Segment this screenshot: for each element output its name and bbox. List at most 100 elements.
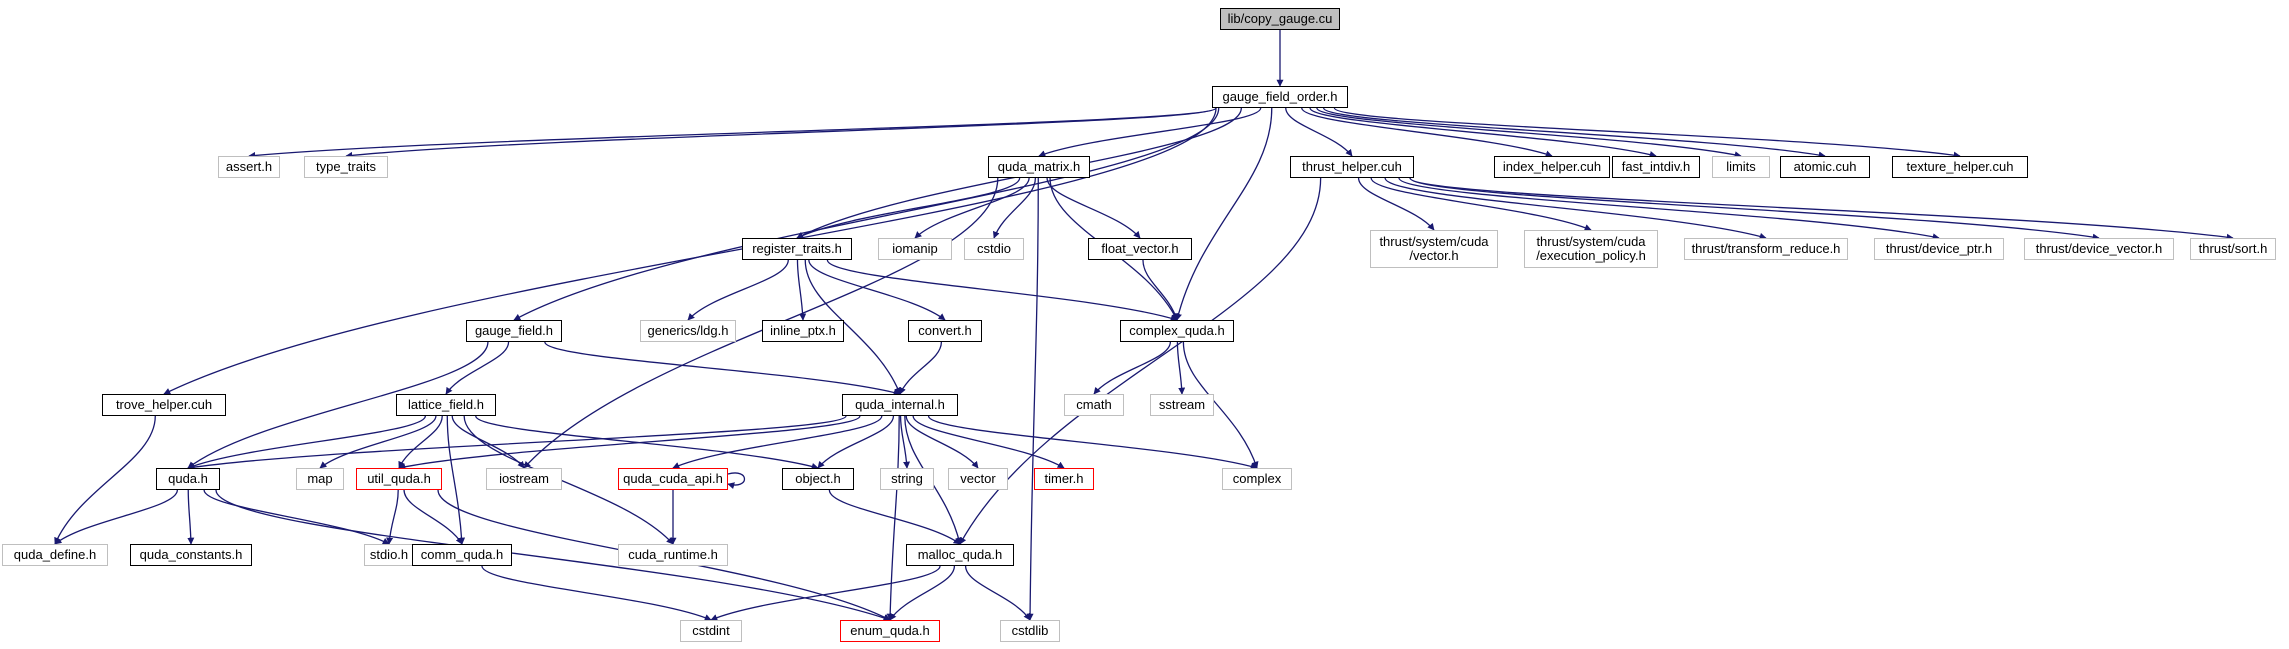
node-label: thrust/transform_reduce.h <box>1691 241 1841 256</box>
edge-quda-matrix-to-register-traits <box>796 177 1021 239</box>
edge-quda-internal-to-complex <box>927 415 1258 470</box>
edge-gauge-field-to-quda-h <box>187 341 489 469</box>
node-label: string <box>891 471 923 486</box>
node-label: quda_constants.h <box>139 547 243 562</box>
edge-quda-matrix-to-iomanip <box>914 177 1030 239</box>
node-quda-cuda-api[interactable]: quda_cuda_api.h <box>618 468 728 490</box>
node-trove-helper[interactable]: trove_helper.cuh <box>102 394 226 416</box>
node-label: assert.h <box>225 159 273 174</box>
edge-lattice-field-to-object <box>475 415 819 470</box>
node-label: vector <box>960 471 996 486</box>
node-label: type_traits <box>316 159 376 174</box>
node-label: float_vector.h <box>1101 241 1179 256</box>
edge-util-quda-to-stdio <box>386 489 399 545</box>
node-texture-helper[interactable]: texture_helper.cuh <box>1892 156 2028 178</box>
node-label: thrust/device_vector.h <box>2035 241 2163 256</box>
node-label: quda_matrix.h <box>997 159 1081 174</box>
edge-gauge-field-order-to-atomic <box>1322 107 1826 159</box>
edge-quda-h-to-quda-define <box>54 489 179 545</box>
edge-lattice-field-to-iostream <box>451 415 525 469</box>
node-label: cuda_runtime.h <box>628 547 718 562</box>
node-label: complex_quda.h <box>1129 323 1225 338</box>
node-generics-ldg: generics/ldg.h <box>640 320 736 342</box>
node-index-helper[interactable]: index_helper.cuh <box>1494 156 1610 178</box>
node-label: generics/ldg.h <box>647 323 729 338</box>
edge-quda-internal-to-quda-cuda-api <box>672 415 883 469</box>
node-complex-quda[interactable]: complex_quda.h <box>1120 320 1234 342</box>
edge-gauge-field-order-to-complex-quda <box>1175 107 1273 321</box>
node-label: thrust/system/cuda /execution_policy.h <box>1536 234 1646 263</box>
node-label: comm_quda.h <box>420 547 504 562</box>
node-label: quda_cuda_api.h <box>623 471 723 486</box>
node-quda-constants[interactable]: quda_constants.h <box>130 544 252 566</box>
node-label: atomic.cuh <box>1793 159 1857 174</box>
edge-lattice-field-to-map <box>319 415 437 469</box>
edge-quda-internal-to-vector <box>905 415 979 469</box>
node-label: gauge_field.h <box>474 323 554 338</box>
node-vector: vector <box>948 468 1008 490</box>
node-register-traits[interactable]: register_traits.h <box>742 238 852 260</box>
edge-convert-to-quda-internal <box>899 341 943 395</box>
node-quda-internal[interactable]: quda_internal.h <box>842 394 958 416</box>
node-copy-gauge[interactable]: lib/copy_gauge.cu <box>1220 8 1340 30</box>
node-label: cstdio <box>977 241 1011 256</box>
node-label: thrust_helper.cuh <box>1302 159 1402 174</box>
node-label: sstream <box>1158 397 1206 412</box>
node-stdio: stdio.h <box>364 544 414 566</box>
node-thrust-vector: thrust/system/cuda /vector.h <box>1370 230 1498 268</box>
node-label: util_quda.h <box>367 471 431 486</box>
node-label: iostream <box>499 471 549 486</box>
node-label: convert.h <box>918 323 972 338</box>
node-lattice-field[interactable]: lattice_field.h <box>396 394 496 416</box>
edge-gauge-field-order-to-fast-intdiv <box>1309 107 1657 158</box>
node-label: stdio.h <box>369 547 409 562</box>
node-cmath: cmath <box>1064 394 1124 416</box>
node-malloc-quda[interactable]: malloc_quda.h <box>906 544 1014 566</box>
edge-lattice-field-to-quda-h <box>187 415 427 469</box>
node-thrust-exec: thrust/system/cuda /execution_policy.h <box>1524 230 1658 268</box>
node-label: lattice_field.h <box>408 397 484 412</box>
node-fast-intdiv[interactable]: fast_intdiv.h <box>1612 156 1700 178</box>
node-label: register_traits.h <box>752 241 842 256</box>
node-label: trove_helper.cuh <box>115 397 213 412</box>
node-cstdlib: cstdlib <box>1000 620 1060 642</box>
edge-quda-cuda-api-to-quda-cuda-api <box>727 472 745 490</box>
node-timer[interactable]: timer.h <box>1034 468 1094 490</box>
node-atomic[interactable]: atomic.cuh <box>1780 156 1870 178</box>
edge-gauge-field-to-lattice-field <box>445 341 510 395</box>
node-comm-quda[interactable]: comm_quda.h <box>412 544 512 566</box>
node-gauge-field-order[interactable]: gauge_field_order.h <box>1212 86 1348 108</box>
edge-lattice-field-to-util-quda <box>398 415 443 469</box>
edge-quda-internal-to-enum-quda <box>886 415 900 621</box>
edge-complex-quda-to-sstream <box>1176 341 1186 395</box>
node-label: complex <box>1232 471 1282 486</box>
node-inline-ptx[interactable]: inline_ptx.h <box>762 320 844 342</box>
node-thrust-transform: thrust/transform_reduce.h <box>1684 238 1848 260</box>
node-label: fast_intdiv.h <box>1621 159 1691 174</box>
node-label: inline_ptx.h <box>770 323 836 338</box>
node-cuda-runtime: cuda_runtime.h <box>618 544 728 566</box>
node-util-quda[interactable]: util_quda.h <box>356 468 442 490</box>
node-iostream: iostream <box>486 468 562 490</box>
edge-thrust-helper-to-thrust-exec <box>1370 177 1592 231</box>
edge-quda-internal-to-string <box>899 415 911 469</box>
node-thrust-helper[interactable]: thrust_helper.cuh <box>1290 156 1414 178</box>
node-label: texture_helper.cuh <box>1906 159 2014 174</box>
edge-quda-matrix-to-iostream <box>523 177 999 469</box>
node-quda-matrix[interactable]: quda_matrix.h <box>988 156 1090 178</box>
edge-gauge-field-order-to-type-traits <box>345 107 1217 159</box>
edge-quda-matrix-to-cstdio <box>992 177 1037 239</box>
edge-lattice-field-to-comm-quda <box>446 415 466 545</box>
node-convert[interactable]: convert.h <box>908 320 982 342</box>
node-gauge-field[interactable]: gauge_field.h <box>466 320 562 342</box>
edge-register-traits-to-convert <box>808 259 946 321</box>
edge-thrust-helper-to-thrust-vector <box>1357 177 1435 231</box>
edge-quda-internal-to-object <box>817 415 895 469</box>
edge-gauge-field-order-to-limits <box>1316 107 1742 159</box>
node-quda-h[interactable]: quda.h <box>156 468 220 490</box>
node-label: lib/copy_gauge.cu <box>1227 11 1333 26</box>
node-type-traits: type_traits <box>304 156 388 178</box>
node-float-vector[interactable]: float_vector.h <box>1088 238 1192 260</box>
node-enum-quda[interactable]: enum_quda.h <box>840 620 940 642</box>
node-object[interactable]: object.h <box>782 468 854 490</box>
